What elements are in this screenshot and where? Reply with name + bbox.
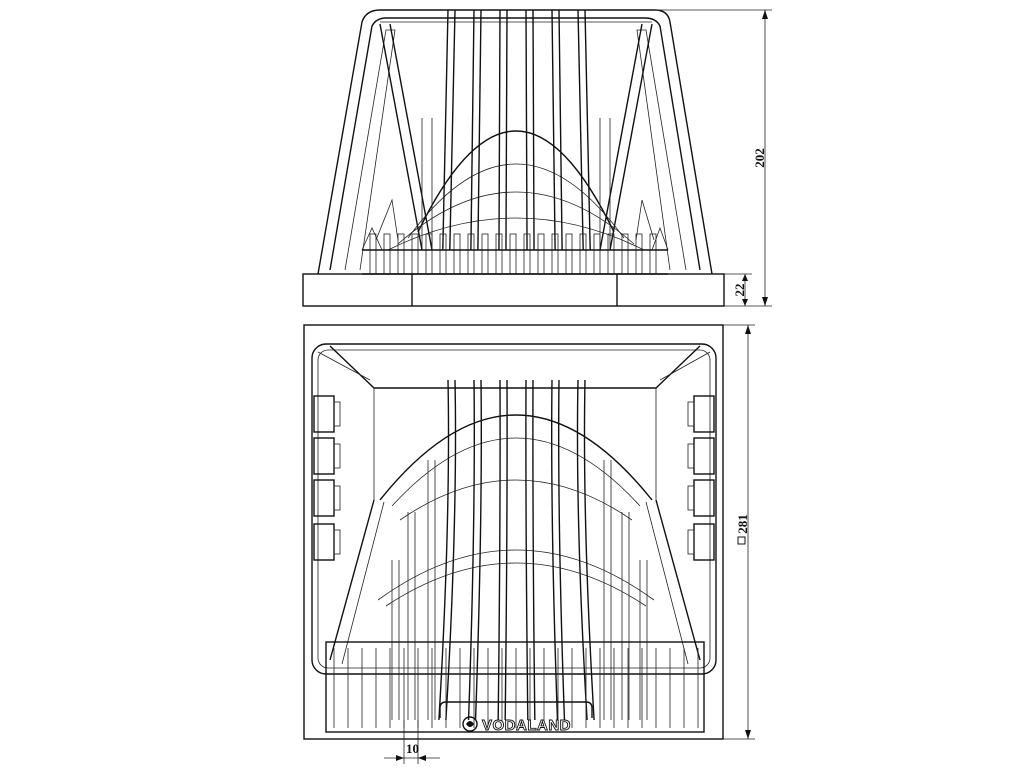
elevation-slat	[532, 9, 535, 251]
elevation-slat	[505, 9, 508, 251]
plan-slat	[467, 379, 476, 721]
square-symbol-icon	[737, 536, 746, 545]
hinge-block	[333, 401, 341, 427]
base-height-dimension: 22	[724, 273, 752, 306]
right-hinge-blocks	[687, 395, 715, 561]
plan-slat	[438, 379, 450, 721]
hinge-block	[313, 437, 335, 475]
plan-dome	[379, 414, 653, 501]
hinge-block	[333, 485, 341, 511]
comb-tooth	[607, 233, 615, 275]
plan-slat	[474, 379, 483, 721]
plan-slat	[525, 379, 529, 721]
elevation-comb	[369, 233, 657, 275]
brand-name: VODALAND	[482, 717, 571, 734]
elevation-slat	[470, 9, 475, 251]
elevation-slat	[584, 9, 591, 251]
comb-tooth	[383, 233, 391, 275]
comb-tooth	[537, 233, 545, 275]
plan-grill	[333, 648, 699, 728]
plan-slat	[583, 379, 595, 721]
comb-tooth	[593, 233, 601, 275]
hinge-block	[313, 479, 335, 517]
comb-tooth	[411, 233, 419, 275]
grid-spacing-label: 10	[406, 741, 419, 756]
logo-icon	[462, 716, 478, 732]
hinge-block	[687, 443, 695, 469]
elevation-slat	[442, 9, 449, 251]
plan-slats	[391, 379, 648, 721]
elevation-slat	[477, 9, 482, 251]
base-height-label: 22	[732, 284, 747, 297]
hinge-block	[693, 479, 715, 517]
hinge-block	[333, 443, 341, 469]
plan-slat	[445, 379, 457, 721]
elevation-slat	[551, 9, 556, 251]
hinge-block	[313, 523, 335, 561]
grid-spacing-dimension: 10	[384, 720, 440, 764]
plan-slat	[497, 379, 501, 721]
comb-tooth	[369, 233, 377, 275]
elevation-slats	[421, 9, 611, 251]
elevation-slat	[449, 9, 456, 251]
plan-slat	[557, 379, 566, 721]
comb-tooth	[565, 233, 573, 275]
side-label: 281	[735, 514, 750, 534]
hinge-block	[687, 485, 695, 511]
height-dimension: 202	[655, 9, 772, 307]
comb-tooth	[481, 233, 489, 275]
left-hinge-blocks	[313, 395, 341, 561]
plan-view: VODALAND	[303, 324, 724, 740]
plan-slat	[576, 379, 588, 721]
hinge-block	[313, 395, 335, 433]
comb-tooth	[635, 233, 643, 275]
outer-frame	[317, 9, 713, 275]
hinge-block	[693, 437, 715, 475]
base-plate	[302, 273, 725, 307]
hinge-block	[693, 523, 715, 561]
elevation-slat	[577, 9, 584, 251]
comb-tooth	[509, 233, 517, 275]
grill-band	[325, 641, 705, 733]
height-label: 202	[752, 148, 767, 168]
comb-tooth	[649, 233, 657, 275]
plan-slat	[504, 379, 508, 721]
elevation-slat	[525, 9, 528, 251]
plan-slat	[550, 379, 559, 721]
dome	[417, 130, 615, 233]
elevation-slat	[558, 9, 563, 251]
side-dimension: 281	[723, 324, 755, 740]
hinge-block	[333, 529, 341, 555]
plan-outer-square	[303, 324, 724, 740]
hinge-block	[693, 395, 715, 433]
hinge-block	[687, 401, 695, 427]
hinge-block	[687, 529, 695, 555]
comb-tooth	[453, 233, 461, 275]
comb-tooth	[425, 233, 433, 275]
elevation-view	[302, 9, 725, 307]
plan-slat	[532, 379, 536, 721]
elevation-slat	[498, 9, 501, 251]
